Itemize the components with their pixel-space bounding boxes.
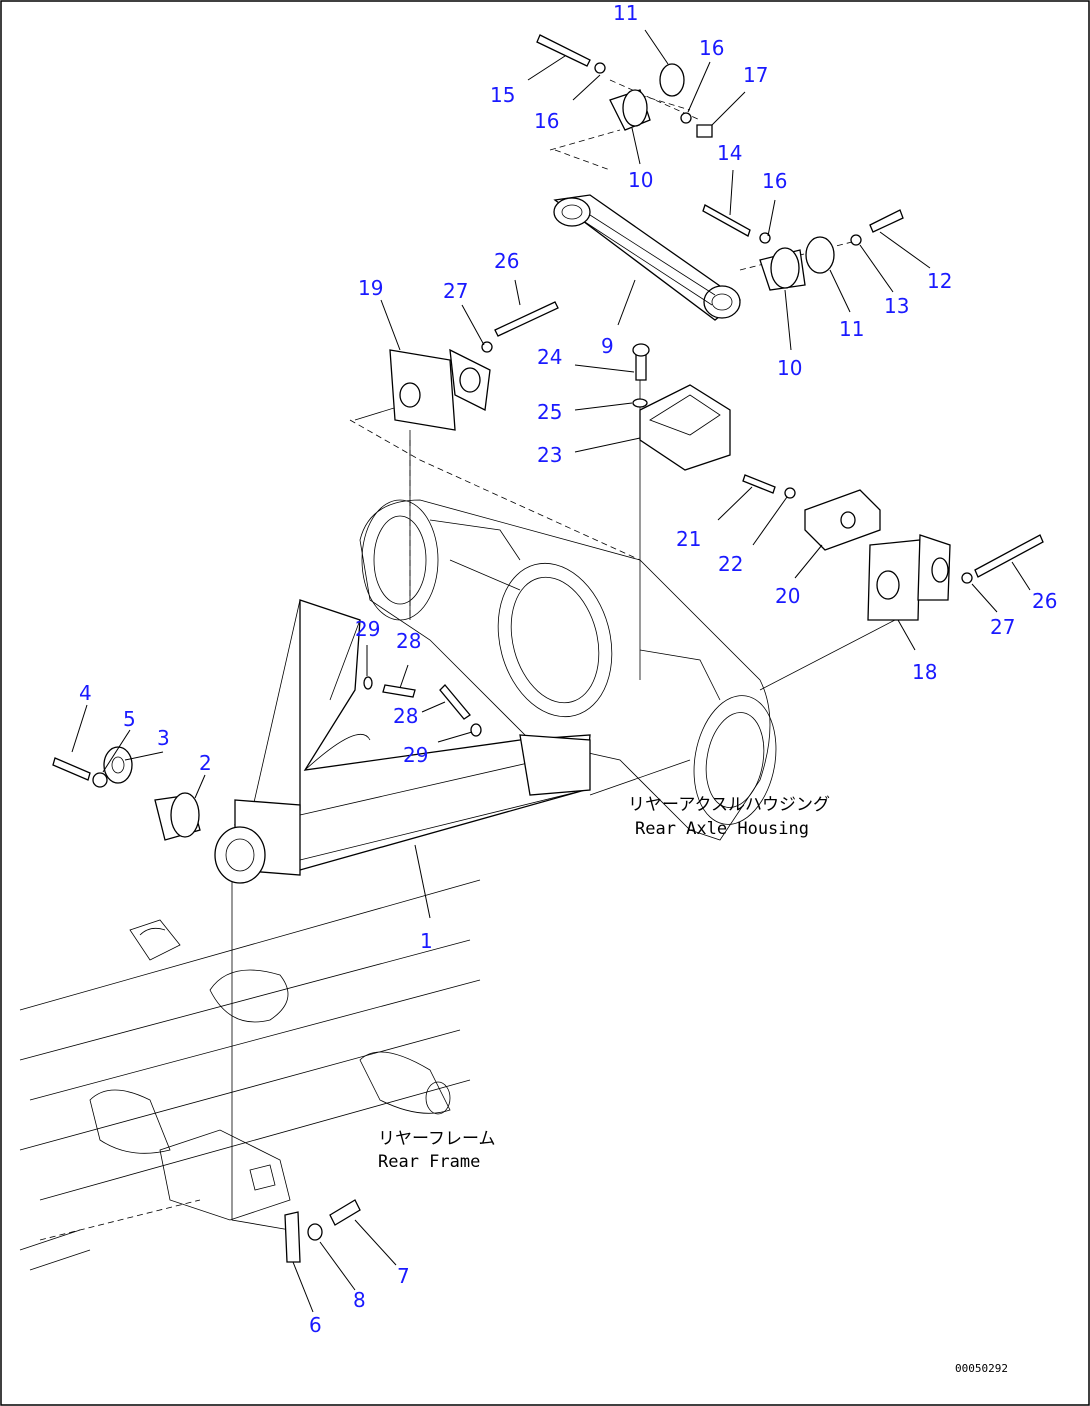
callout-12: 12 [927, 269, 952, 293]
callout-21: 21 [676, 527, 701, 551]
callout-10b: 10 [777, 356, 802, 380]
callout-3: 3 [157, 726, 170, 750]
stopper-23 [632, 343, 731, 471]
callout-22: 22 [718, 552, 743, 576]
callout-16c: 16 [762, 169, 787, 193]
callout-29b: 29 [403, 743, 428, 767]
caption-rear-frame-jp: リヤーフレーム [378, 1129, 495, 1149]
a-frame-part [214, 599, 591, 884]
callout-24: 24 [537, 345, 562, 369]
callout-18: 18 [912, 660, 937, 684]
callout-28a: 28 [396, 629, 421, 653]
callout-2: 2 [199, 751, 212, 775]
callout-11b: 11 [839, 317, 864, 341]
callout-7: 7 [397, 1264, 410, 1288]
bolt-group-28-29 [363, 676, 482, 737]
callout-15: 15 [490, 83, 515, 107]
callout-28b: 28 [393, 704, 418, 728]
callout-16a: 16 [699, 36, 724, 60]
callout-19: 19 [358, 276, 383, 300]
callout-23: 23 [537, 443, 562, 467]
callout-26a: 26 [494, 249, 519, 273]
callout-8: 8 [353, 1288, 366, 1312]
callout-13: 13 [884, 294, 909, 318]
callout-6: 6 [309, 1313, 322, 1337]
link-group-top [536, 34, 904, 321]
callout-10a: 10 [628, 168, 653, 192]
callout-4: 4 [79, 681, 92, 705]
callout-9: 9 [601, 334, 614, 358]
callout-labels: 1 2 3 4 5 6 7 8 9 10 10 11 11 12 13 14 1… [79, 1, 1057, 1337]
bushing-group-left [52, 746, 201, 841]
callout-27b: 27 [990, 615, 1015, 639]
rear-axle-housing-drawing [349, 419, 777, 841]
callout-26b: 26 [1032, 589, 1057, 613]
caption-rear-axle-housing-en: Rear Axle Housing [635, 819, 809, 839]
callout-14: 14 [717, 141, 742, 165]
callout-20: 20 [775, 584, 800, 608]
bracket-19 [389, 301, 559, 431]
leader-lines [71, 29, 1031, 1313]
callout-1: 1 [420, 929, 433, 953]
callout-27a: 27 [443, 279, 468, 303]
caption-rear-axle-housing-jp: リヤーアクスルハウジング [628, 795, 830, 815]
captions: リヤーアクスルハウジング Rear Axle Housing リヤーフレーム R… [378, 795, 1008, 1375]
callout-25: 25 [537, 400, 562, 424]
lock-group-6-7-8 [284, 1199, 361, 1263]
caption-rear-frame-en: Rear Frame [378, 1152, 480, 1172]
bracket-group-right [742, 474, 1044, 621]
callout-11a: 11 [613, 1, 638, 25]
callout-5: 5 [123, 707, 136, 731]
callout-16b: 16 [534, 109, 559, 133]
drawing-id: 00050292 [955, 1362, 1008, 1375]
callout-17: 17 [743, 63, 768, 87]
rear-frame-drawing [19, 879, 481, 1271]
callout-29a: 29 [355, 617, 380, 641]
